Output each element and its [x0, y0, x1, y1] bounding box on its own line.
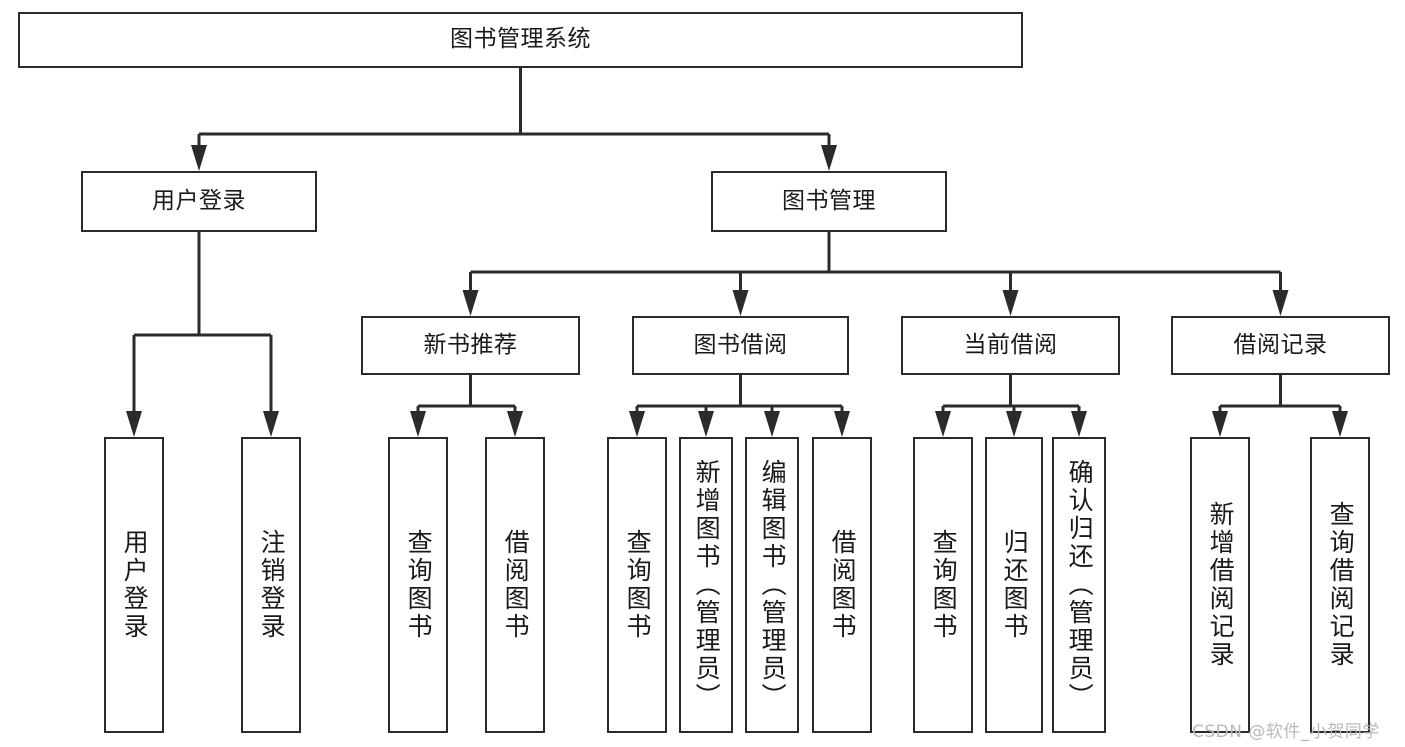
- node-label: 当前借阅: [963, 331, 1058, 358]
- node-label: 借阅图书: [501, 529, 531, 641]
- node-leaf-rec-borrow[interactable]: 借阅图书: [485, 437, 545, 733]
- node-leaf-rcd-add[interactable]: 新增借阅记录: [1190, 437, 1250, 733]
- node-borrow[interactable]: 图书借阅: [632, 316, 849, 375]
- node-leaf-cur-query[interactable]: 查询图书: [913, 437, 973, 733]
- node-label: 用户登录: [152, 187, 246, 214]
- arrowhead-leaf_bor_edit: [764, 411, 780, 437]
- arrowhead-leaf_bor_take: [834, 411, 850, 437]
- arrowhead-leaf_bor_add: [698, 411, 714, 437]
- arrowhead-login: [191, 145, 207, 171]
- node-label: 编辑图书（管理员）: [758, 459, 788, 711]
- node-label: 注销登录: [257, 529, 287, 641]
- node-root[interactable]: 图书管理系统: [18, 12, 1023, 68]
- node-label: 新书推荐: [423, 331, 518, 358]
- node-leaf-cur-return[interactable]: 归还图书: [985, 437, 1043, 733]
- arrowhead-leaf_rec_borrow: [507, 411, 523, 437]
- node-leaf-cur-confirm[interactable]: 确认归还（管理员）: [1052, 437, 1106, 733]
- node-label: 用户登录: [120, 529, 150, 641]
- arrowhead-leaf_cur_confirm: [1071, 411, 1087, 437]
- node-label: 图书管理: [782, 187, 876, 214]
- node-label: 图书借阅: [693, 331, 788, 358]
- node-label: 新增图书（管理员）: [692, 459, 722, 711]
- node-leaf-user-login[interactable]: 用户登录: [104, 437, 164, 733]
- csdn-watermark: CSDN @软件_小贺同学: [1192, 722, 1380, 742]
- node-label: 查询图书: [929, 529, 959, 641]
- node-label: 归还图书: [1000, 529, 1030, 641]
- node-leaf-bor-query[interactable]: 查询图书: [607, 437, 667, 733]
- arrowhead-bookmgmt: [821, 145, 837, 171]
- arrowhead-leaf_cur_return: [1006, 411, 1022, 437]
- arrowhead-records: [1272, 290, 1289, 316]
- node-current[interactable]: 当前借阅: [901, 316, 1120, 375]
- node-bookmgmt[interactable]: 图书管理: [711, 171, 947, 232]
- node-label: 查询借阅记录: [1326, 501, 1356, 669]
- arrowhead-leaf_bor_query: [629, 411, 645, 437]
- node-recommend[interactable]: 新书推荐: [361, 316, 580, 375]
- node-label: 借阅记录: [1233, 331, 1328, 358]
- arrowhead-leaf_rcd_add: [1212, 411, 1228, 437]
- node-label: 新增借阅记录: [1206, 501, 1236, 669]
- node-label: 查询图书: [623, 529, 653, 641]
- arrowhead-leaf_logout: [263, 411, 279, 437]
- arrowhead-leaf_rcd_query: [1332, 411, 1348, 437]
- node-leaf-bor-add[interactable]: 新增图书（管理员）: [679, 437, 733, 733]
- arrowhead-leaf_cur_query: [935, 411, 951, 437]
- node-records[interactable]: 借阅记录: [1171, 316, 1390, 375]
- node-leaf-bor-edit[interactable]: 编辑图书（管理员）: [745, 437, 799, 733]
- node-label: 查询图书: [404, 529, 434, 641]
- node-leaf-bor-take[interactable]: 借阅图书: [812, 437, 872, 733]
- node-label: 确认归还（管理员）: [1065, 459, 1095, 711]
- arrowhead-current: [1002, 290, 1019, 316]
- arrowhead-leaf_user_login: [126, 411, 142, 437]
- node-leaf-logout[interactable]: 注销登录: [241, 437, 301, 733]
- arrowhead-borrow: [732, 290, 749, 316]
- arrowhead-recommend: [462, 290, 479, 316]
- node-login[interactable]: 用户登录: [81, 171, 317, 232]
- node-label: 借阅图书: [828, 529, 858, 641]
- arrowhead-leaf_rec_query: [410, 411, 426, 437]
- node-label: 图书管理系统: [450, 26, 591, 53]
- node-leaf-rec-query[interactable]: 查询图书: [388, 437, 448, 733]
- node-leaf-rcd-query[interactable]: 查询借阅记录: [1310, 437, 1370, 733]
